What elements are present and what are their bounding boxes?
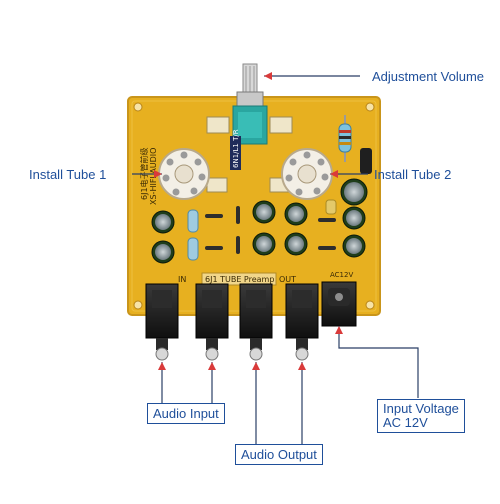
tube-socket-1 — [158, 148, 210, 200]
output-jacks — [239, 283, 319, 361]
board-power-label: AC12V — [330, 271, 353, 279]
svg-text:6N1/L1 T/R: 6N1/L1 T/R — [232, 129, 240, 168]
audio-output-label: Audio Output — [235, 444, 323, 465]
audio-input-label: Audio Input — [147, 403, 225, 424]
input-voltage-line2: AC 12V — [383, 415, 428, 430]
tube-socket-2 — [281, 148, 333, 200]
board-model-label: 6J1 TUBE Preamp — [205, 275, 274, 284]
board-out-label: OUT — [279, 275, 296, 284]
callout-arrowheads — [154, 72, 343, 370]
install-tube-2-label: Install Tube 2 — [374, 167, 452, 182]
board-in-label: IN — [178, 275, 186, 284]
board-brand-text: XS-HIFI AUDIO — [149, 148, 158, 205]
adjustment-volume-label: Adjustment Volume — [372, 69, 485, 84]
install-tube-1-label: Install Tube 1 — [29, 167, 107, 182]
capacitors — [151, 178, 368, 264]
input-jacks — [145, 283, 229, 361]
input-voltage-label: Input Voltage AC 12V — [377, 399, 465, 433]
input-voltage-line1: Input Voltage — [383, 401, 459, 416]
power-jack — [321, 281, 357, 327]
